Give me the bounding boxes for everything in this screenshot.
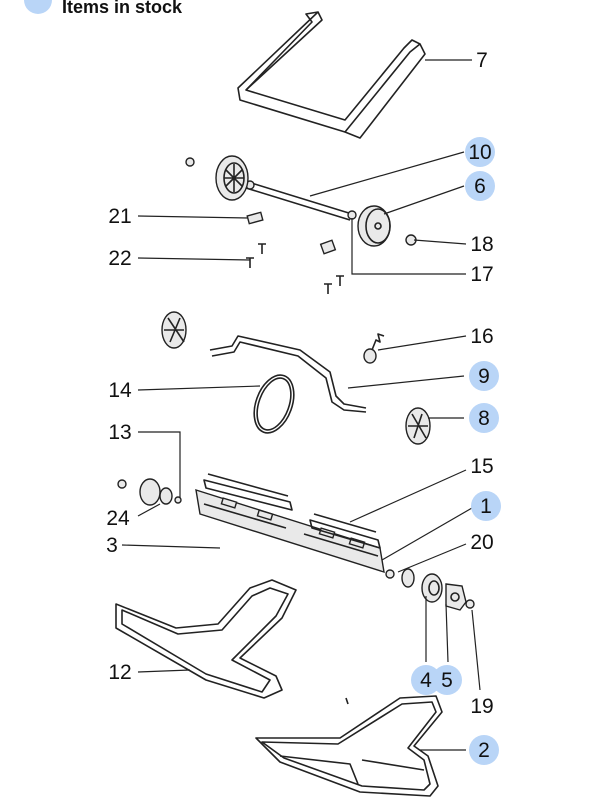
callout-21[interactable]: 21 — [105, 201, 135, 231]
callout-label: 7 — [476, 49, 488, 72]
callout-3[interactable]: 3 — [97, 530, 127, 560]
stock-marker — [469, 403, 499, 433]
callout-label: 4 — [420, 669, 432, 692]
callout-label: 5 — [441, 669, 453, 692]
part-12-gasket — [115, 579, 297, 699]
callout-10[interactable]: 10 — [465, 137, 495, 167]
callout-6[interactable]: 6 — [465, 171, 495, 201]
part-wheel-left — [185, 155, 249, 201]
callout-5[interactable]: 5 — [432, 665, 462, 695]
callout-label: 10 — [468, 141, 491, 164]
callout-label: 12 — [108, 661, 131, 684]
stock-marker — [465, 171, 495, 201]
callout-label: 20 — [470, 531, 493, 554]
stock-marker — [469, 735, 499, 765]
callout-label: 13 — [108, 421, 131, 444]
callout-label: 16 — [470, 325, 493, 348]
part-14-belt — [253, 374, 295, 434]
callout-label: 3 — [106, 534, 118, 557]
part-20-endcap-right — [385, 568, 415, 588]
callout-14[interactable]: 14 — [105, 375, 135, 405]
callout-label: 15 — [470, 455, 493, 478]
callout-label: 1 — [480, 495, 492, 518]
callout-8[interactable]: 8 — [469, 403, 499, 433]
stock-legend-label: Items in stock — [62, 0, 183, 17]
callout-label: 6 — [474, 175, 486, 198]
callout-19[interactable]: 19 — [467, 691, 497, 721]
part-17-parts — [319, 239, 344, 294]
callout-label: 9 — [478, 365, 490, 388]
callout-24[interactable]: 24 — [103, 503, 133, 533]
part-6-wheel — [357, 205, 391, 247]
callout-2[interactable]: 2 — [469, 735, 499, 765]
callout-label: 17 — [470, 263, 493, 286]
part-15-brush-strips — [203, 473, 381, 549]
callout-label: 18 — [470, 233, 493, 256]
callout-17[interactable]: 17 — [467, 259, 497, 289]
callout-20[interactable]: 20 — [467, 527, 497, 557]
callout-1[interactable]: 1 — [471, 491, 501, 521]
callout-label: 19 — [470, 695, 493, 718]
part-19-screw — [465, 599, 475, 609]
callout-label: 8 — [478, 407, 490, 430]
part-7-handle — [237, 11, 426, 139]
part-4-bearing — [421, 573, 443, 603]
part-10-axle — [245, 180, 357, 221]
stock-marker — [465, 137, 495, 167]
stock-marker — [471, 491, 501, 521]
callout-7[interactable]: 7 — [467, 45, 497, 75]
stock-legend: Items in stock — [0, 0, 300, 20]
part-8-pulley — [405, 407, 431, 445]
callout-22[interactable]: 22 — [105, 243, 135, 273]
part-21-clip — [246, 211, 264, 225]
part-2-bottom-plate — [255, 695, 443, 797]
callout-label: 2 — [478, 739, 490, 762]
stock-marker — [469, 361, 499, 391]
part-16-spring — [363, 333, 385, 364]
callout-4[interactable]: 4 — [411, 665, 441, 695]
callout-label: 21 — [108, 205, 131, 228]
part-22-screws — [246, 243, 266, 268]
callout-label: 22 — [108, 247, 131, 270]
callout-label: 24 — [106, 507, 130, 530]
callout-15[interactable]: 15 — [467, 451, 497, 481]
part-left-gear — [161, 311, 187, 349]
callout-13[interactable]: 13 — [105, 417, 135, 447]
callout-12[interactable]: 12 — [105, 657, 135, 687]
leader-lines — [121, 59, 481, 751]
stock-marker — [432, 665, 462, 695]
callout-9[interactable]: 9 — [469, 361, 499, 391]
stock-legend-swatch — [24, 0, 52, 14]
callout-16[interactable]: 16 — [467, 321, 497, 351]
part-9-rod — [209, 335, 367, 413]
part-13-24-endcap-left — [117, 478, 182, 506]
part-5-bracket — [445, 583, 467, 611]
stock-marker — [411, 665, 441, 695]
callout-18[interactable]: 18 — [467, 229, 497, 259]
callout-label: 14 — [108, 379, 132, 402]
